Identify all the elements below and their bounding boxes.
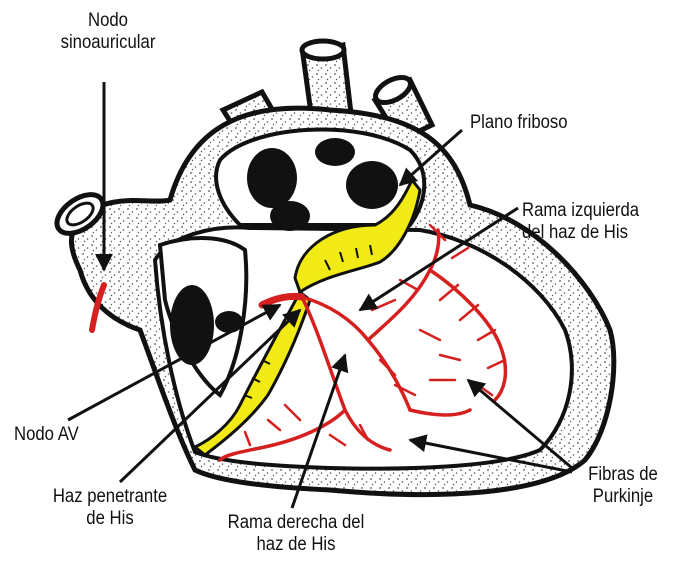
label-right-branch-line2: haz de His (217, 534, 375, 556)
label-av-node-line1: Nodo AV (14, 424, 79, 446)
label-left-branch-line2: del haz de His (522, 222, 639, 244)
label-sa-node: Nodo sinoauricular (55, 10, 161, 54)
label-penetrating-line2: de His (40, 508, 181, 530)
label-fibrous-plane: Plano friboso (470, 112, 568, 134)
label-purkinje-line1: Fibras de (575, 464, 672, 486)
label-penetrating-line1: Haz penetrante (40, 486, 181, 508)
label-left-bundle-branch: Rama izquierda del haz de His (522, 200, 639, 244)
label-left-branch-line1: Rama izquierda (522, 200, 639, 222)
label-sa-node-line1: Nodo (55, 10, 161, 32)
label-penetrating-bundle: Haz penetrante de His (40, 486, 181, 530)
label-av-node: Nodo AV (14, 424, 79, 446)
label-right-branch-line1: Rama derecha del (217, 512, 375, 534)
label-purkinje-fibers: Fibras de Purkinje (575, 464, 672, 508)
label-purkinje-line2: Purkinje (575, 486, 672, 508)
label-sa-node-line2: sinoauricular (55, 32, 161, 54)
label-right-bundle-branch: Rama derecha del haz de His (217, 512, 375, 556)
label-fibrous-plane-line1: Plano friboso (470, 112, 568, 134)
